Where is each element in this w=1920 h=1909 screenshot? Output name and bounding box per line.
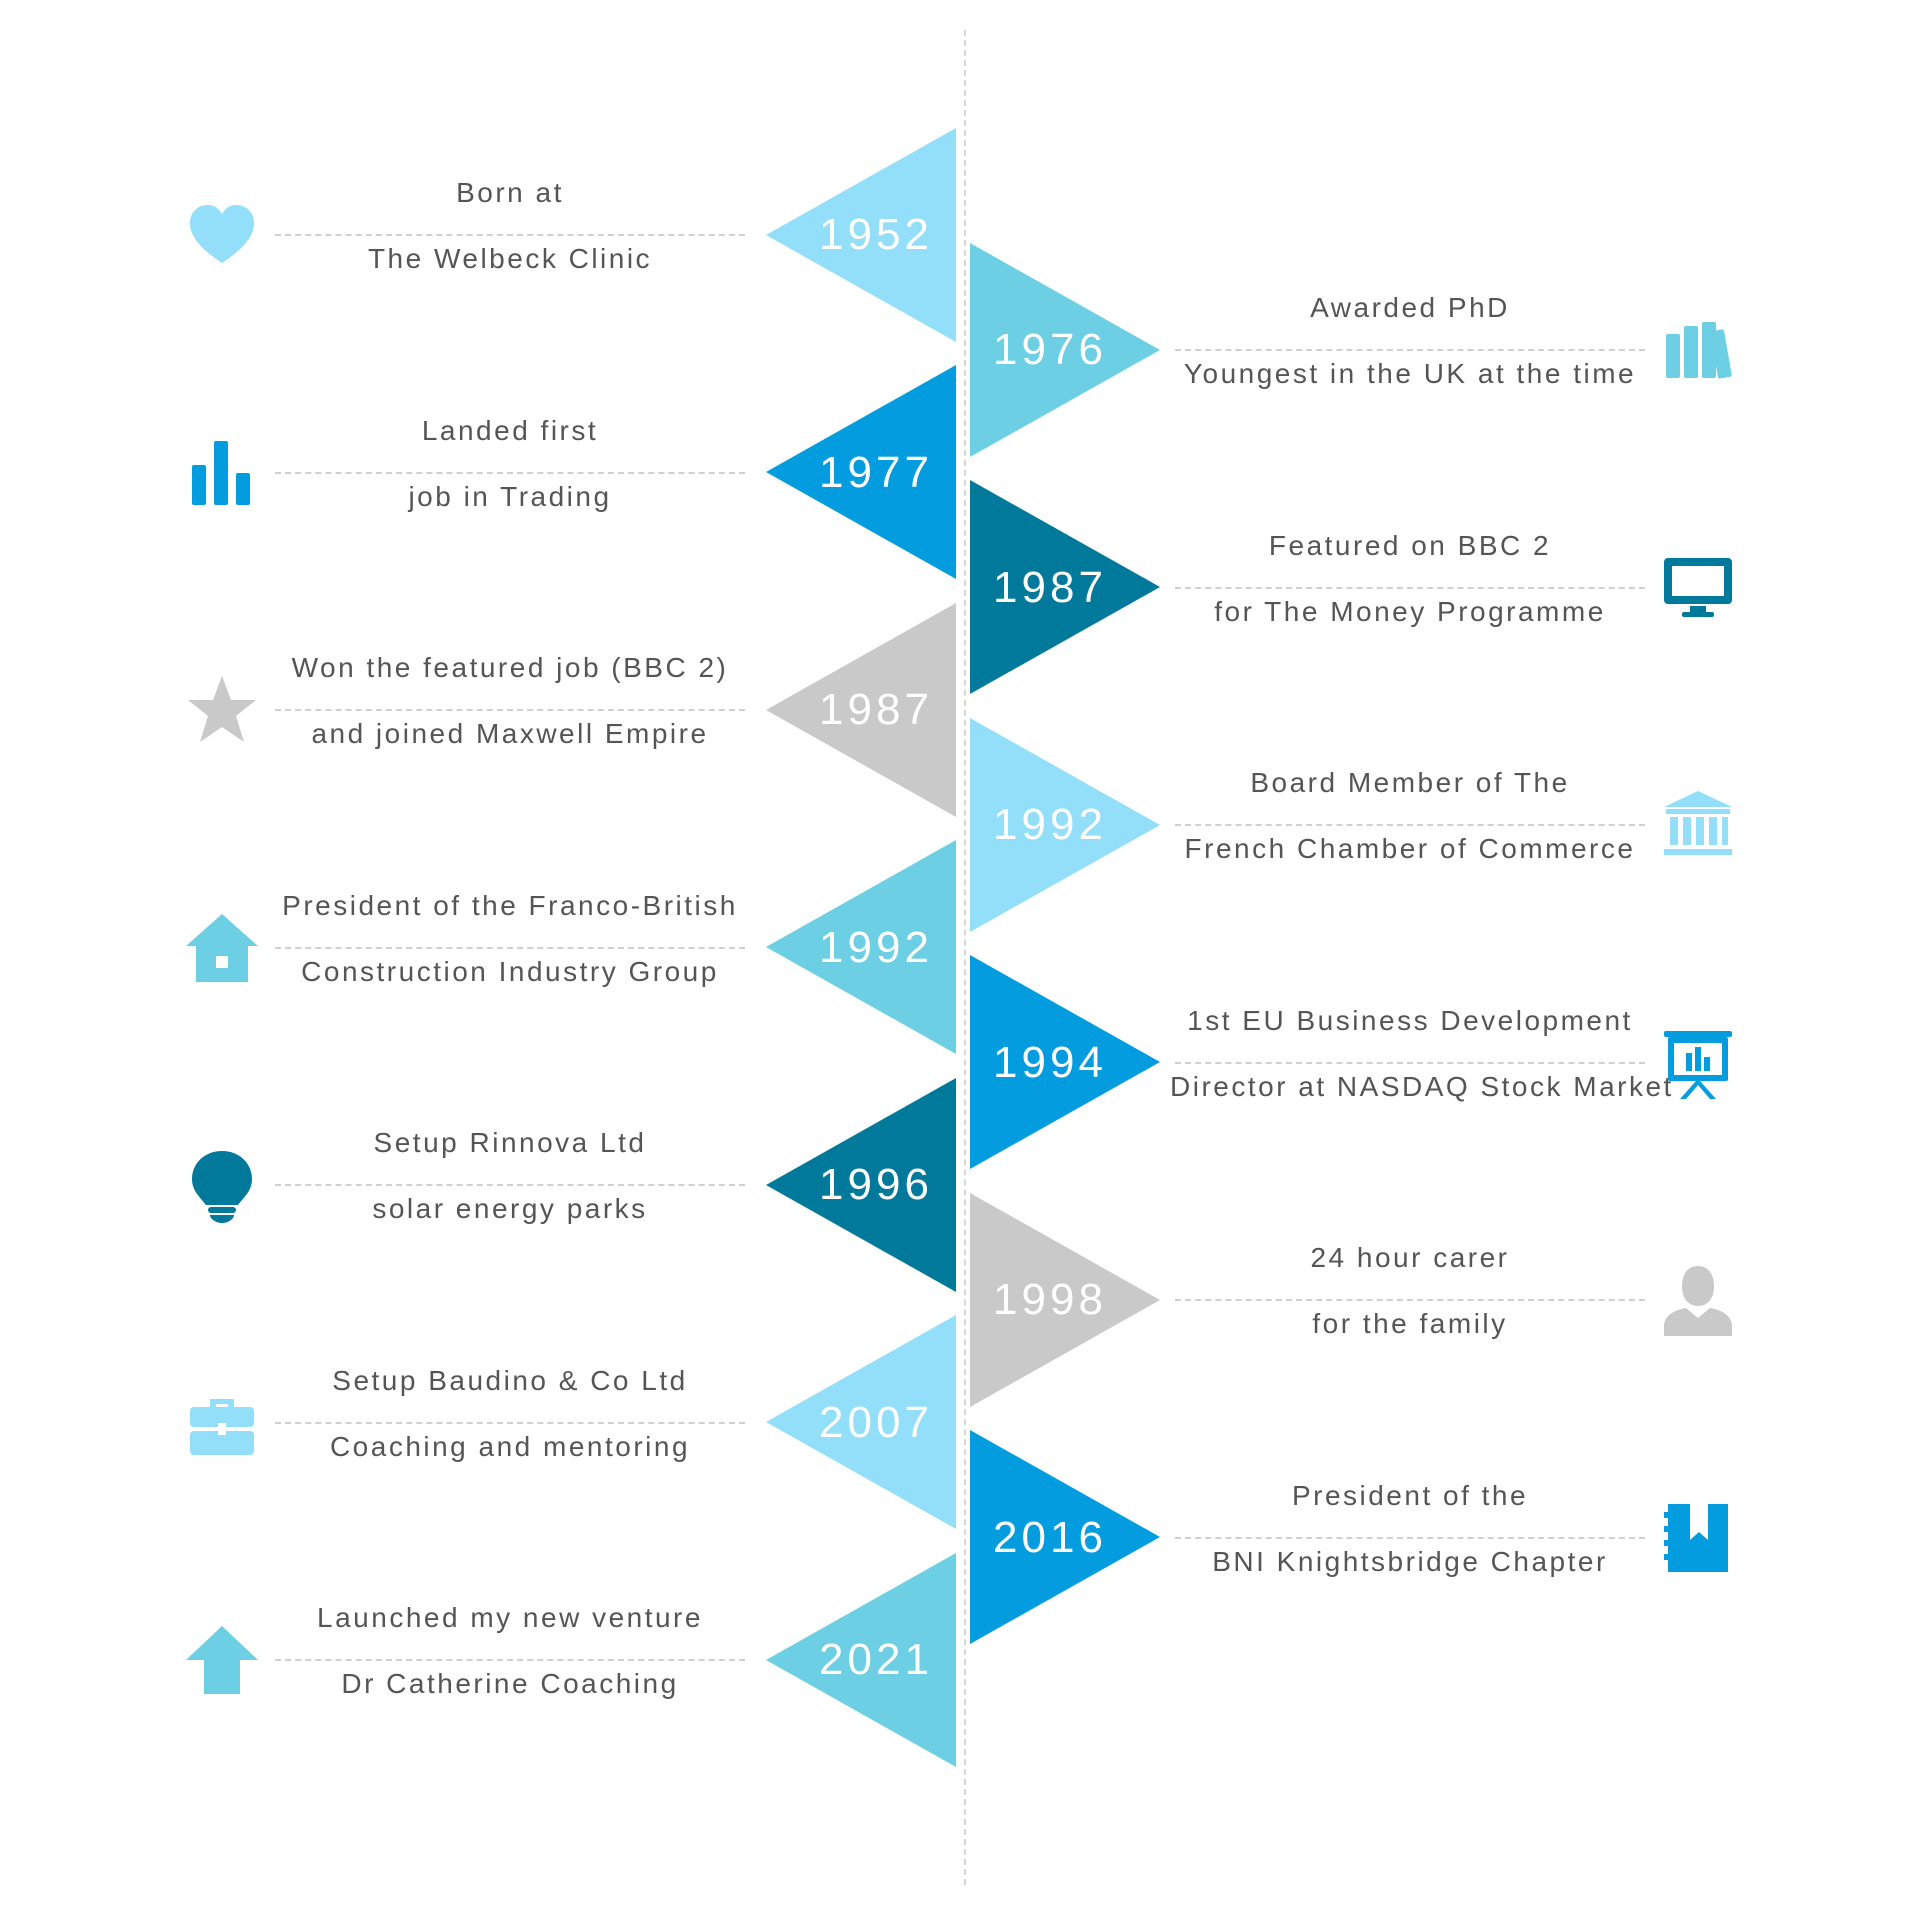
bookmark-book-icon xyxy=(1660,1500,1736,1576)
year-label: 1996 xyxy=(819,1160,933,1209)
house-icon xyxy=(184,910,260,986)
year-label: 2016 xyxy=(993,1512,1107,1562)
year-label: 1952 xyxy=(819,210,933,259)
year-label: 1992 xyxy=(819,922,933,972)
lightbulb-icon xyxy=(184,1147,260,1223)
arrow-up-icon xyxy=(184,1622,260,1698)
event-separator xyxy=(1175,1299,1645,1301)
year-marker-triangle xyxy=(766,1077,956,1292)
year-marker-triangle xyxy=(970,1192,1160,1407)
event-title: 24 hour carer xyxy=(1310,1242,1510,1273)
event-subtitle: and joined Maxwell Empire xyxy=(311,718,709,749)
bar-chart-icon xyxy=(184,435,260,511)
year-label: 1998 xyxy=(993,1275,1107,1324)
event-subtitle: job in Trading xyxy=(408,480,612,512)
event-separator xyxy=(1175,349,1645,351)
person-icon xyxy=(1660,1262,1736,1338)
event-separator xyxy=(1175,1536,1645,1539)
event-title: Won the featured job (BBC 2) xyxy=(291,652,729,683)
event-separator xyxy=(1175,1061,1645,1064)
year-marker-triangle xyxy=(766,840,956,1054)
event-subtitle: BNI Knightsbridge Chapter xyxy=(1212,1545,1608,1577)
event-subtitle: French Chamber of Commerce xyxy=(1184,833,1636,864)
year-marker-triangle xyxy=(766,127,956,342)
event-subtitle: Construction Industry Group xyxy=(301,955,719,987)
year-marker-triangle xyxy=(970,480,1160,694)
event-title: Featured on BBC 2 xyxy=(1268,529,1552,561)
event-subtitle: for the family xyxy=(1312,1308,1508,1339)
event-subtitle: The Welbeck Clinic xyxy=(367,243,653,274)
event-subtitle: Director at NASDAQ Stock Market xyxy=(1170,1070,1674,1102)
year-marker-triangle xyxy=(766,1552,956,1767)
event-title: Setup Rinnova Ltd xyxy=(373,1127,647,1158)
year-label: 1994 xyxy=(993,1037,1107,1087)
event-subtitle: Dr Catherine Coaching xyxy=(341,1668,679,1699)
event-title: Setup Baudino & Co Ltd xyxy=(332,1364,688,1396)
timeline-axis xyxy=(964,30,966,1885)
event-separator xyxy=(275,1184,745,1186)
year-marker-triangle xyxy=(970,242,1160,457)
year-label: 1992 xyxy=(993,800,1107,849)
heart-icon xyxy=(184,197,260,273)
event-subtitle: solar energy parks xyxy=(372,1193,648,1224)
event-title: Awarded PhD xyxy=(1310,292,1510,323)
year-marker-triangle xyxy=(766,365,956,579)
event-separator xyxy=(1175,824,1645,826)
event-title: President of the xyxy=(1291,1479,1529,1511)
event-title: 1st EU Business Development xyxy=(1187,1004,1633,1036)
event-subtitle: Youngest in the UK at the time xyxy=(1183,358,1637,389)
year-label: 1977 xyxy=(819,447,933,497)
year-marker-triangle xyxy=(970,955,1160,1169)
books-icon xyxy=(1660,312,1736,388)
year-label: 1976 xyxy=(993,325,1107,374)
event-separator xyxy=(275,471,745,474)
star-icon xyxy=(184,672,260,748)
event-separator xyxy=(275,234,745,236)
year-marker-triangle xyxy=(970,1430,1160,1644)
event-title: Launched my new venture xyxy=(317,1602,703,1633)
event-title: Landed first xyxy=(421,414,599,446)
year-label: 2021 xyxy=(819,1635,933,1684)
bank-icon xyxy=(1660,787,1736,863)
event-separator xyxy=(1175,586,1645,589)
presentation-icon xyxy=(1660,1025,1736,1101)
event-title: Born at xyxy=(456,177,564,208)
event-title: Board Member of The xyxy=(1250,767,1570,798)
event-separator xyxy=(275,1659,745,1661)
year-label: 1987 xyxy=(819,685,933,734)
event-separator xyxy=(275,1421,745,1424)
monitor-icon xyxy=(1660,550,1736,626)
event-subtitle: for The Money Programme xyxy=(1214,595,1606,627)
event-subtitle: Coaching and mentoring xyxy=(329,1430,691,1462)
year-label: 2007 xyxy=(819,1397,933,1447)
event-separator xyxy=(275,946,745,949)
year-marker-triangle xyxy=(766,1315,956,1529)
briefcase-icon xyxy=(184,1385,260,1461)
year-marker-triangle xyxy=(766,602,956,817)
year-marker-triangle xyxy=(970,717,1160,932)
event-separator xyxy=(275,709,745,711)
year-label: 1987 xyxy=(993,562,1107,612)
event-title: President of the Franco-British xyxy=(282,889,738,921)
